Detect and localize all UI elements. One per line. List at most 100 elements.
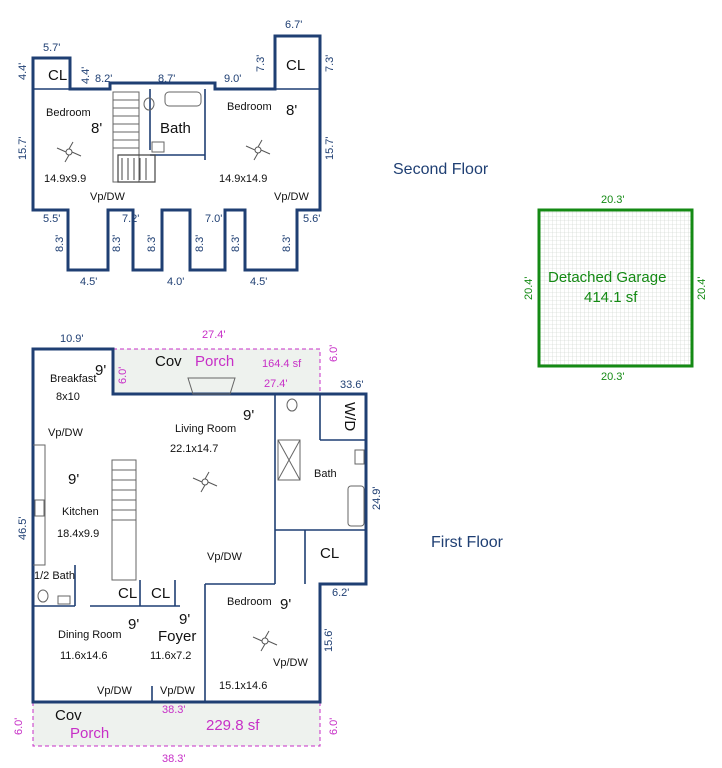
ceiling-height: 9'	[95, 362, 106, 379]
dimension-label: 8.3'	[146, 235, 158, 252]
bathtub	[347, 485, 365, 527]
dimension-label: 46.5'	[17, 516, 29, 540]
ceiling-height: 9'	[243, 407, 254, 424]
sink	[151, 141, 165, 153]
first-floor: Cov Porch 164.4 sf Breakfast 9' 8x10 9' …	[13, 329, 504, 765]
room-size: 15.1x14.6	[219, 680, 267, 692]
dimension-label: 7.3'	[255, 55, 267, 72]
stairs	[111, 459, 137, 581]
toilet	[143, 97, 155, 111]
covered-porch	[112, 348, 321, 395]
garage-area: 414.1 sf	[584, 289, 638, 306]
porch-area: 229.8 sf	[206, 717, 260, 734]
floor-title: First Floor	[431, 534, 504, 551]
dimension-label: 15.6'	[323, 628, 335, 652]
dimension-label: 15.7'	[17, 136, 29, 160]
porch-label: Porch	[70, 725, 109, 742]
closet-label: CL	[320, 545, 339, 562]
dimension-label: 20.4'	[523, 276, 535, 300]
shower	[277, 439, 301, 481]
stairs	[112, 91, 156, 183]
porch-label: Cov	[155, 353, 182, 370]
dimension-label: 10.9'	[60, 333, 84, 345]
room-label: Bath	[314, 468, 337, 480]
dimension-label: 5.7'	[43, 42, 60, 54]
room-size: 8x10	[56, 391, 80, 403]
room-label: 1/2 Bath	[34, 570, 75, 582]
dimension-label: 6.0'	[328, 345, 340, 362]
room-label: Bedroom	[227, 596, 272, 608]
room-size: 18.4x9.9	[57, 528, 99, 540]
room-label: Kitchen	[62, 506, 99, 518]
vpdw-label: Vp/DW	[97, 685, 132, 697]
dimension-label: 8.7'	[158, 73, 175, 85]
fireplace	[187, 377, 236, 395]
room-label: Foyer	[158, 628, 196, 645]
room-label: Dining Room	[58, 629, 122, 641]
room-size: 14.9x14.9	[219, 173, 267, 185]
dimension-label: 8.3'	[54, 235, 66, 252]
dimension-label: 9.0'	[224, 73, 241, 85]
ceiling-fan-icon	[192, 471, 218, 493]
ceiling-height: 9'	[280, 596, 291, 613]
dimension-label: 6.0'	[13, 718, 25, 735]
vpdw-label: Vp/DW	[160, 685, 195, 697]
dimension-label: 4.0'	[167, 276, 184, 288]
second-floor: CL CL Bedroom 8' 14.9x9.9 Bath Bedroom 8…	[17, 19, 489, 288]
room-size: 14.9x9.9	[44, 173, 86, 185]
dimension-label: 8.3'	[111, 235, 123, 252]
room-size: 11.6x14.6	[60, 650, 108, 662]
first-floor-outer-wall	[31, 347, 368, 704]
vpdw-label: Vp/DW	[274, 191, 309, 203]
dimension-label: 8.3'	[281, 235, 293, 252]
dimension-label: 33.6'	[340, 379, 364, 391]
dimension-label: 38.3'	[162, 753, 186, 765]
dimension-label: 6.7'	[285, 19, 302, 31]
dimension-label: 5.6'	[303, 213, 320, 225]
second-floor-outer-wall	[31, 34, 322, 272]
closet-label: CL	[48, 67, 67, 84]
room-label: Breakfast	[50, 373, 96, 385]
ceiling-fan-icon	[56, 141, 82, 163]
room-size: 22.1x14.7	[170, 443, 218, 455]
dimension-label: 27.4'	[264, 378, 288, 390]
vpdw-label: Vp/DW	[90, 191, 125, 203]
ceiling-height: 9'	[179, 611, 190, 628]
sink	[354, 449, 365, 465]
bathtub	[164, 91, 202, 107]
ceiling-height: 9'	[128, 616, 139, 633]
dimension-label: 20.3'	[601, 371, 625, 383]
dimension-label: 38.3'	[162, 704, 186, 716]
dimension-label: 7.0'	[205, 213, 222, 225]
dimension-label: 4.4'	[17, 63, 29, 80]
ceiling-height: 9'	[68, 471, 79, 488]
closet-label: CL	[151, 585, 170, 602]
dimension-label: 7.2'	[122, 213, 139, 225]
dimension-label: 4.4'	[80, 67, 92, 84]
vpdw-label: Vp/DW	[48, 427, 83, 439]
dimension-label: 24.9'	[371, 486, 383, 510]
bath-label: Bath	[160, 120, 191, 137]
dimension-label: 6.0'	[117, 367, 129, 384]
dimension-label: 6.2'	[332, 587, 349, 599]
closet-label: CL	[118, 585, 137, 602]
dimension-label: 8.2'	[95, 73, 112, 85]
dimension-label: 5.5'	[43, 213, 60, 225]
toilet	[37, 589, 49, 603]
bedroom-label: Bedroom	[227, 101, 272, 113]
ceiling-fan-icon	[245, 139, 271, 161]
dimension-label: 20.3'	[601, 194, 625, 206]
laundry-label: W/D	[341, 402, 358, 431]
dimension-label: 8.3'	[230, 235, 242, 252]
detached-garage: Detached Garage 414.1 sf 20.3' 20.3' 20.…	[523, 194, 708, 383]
dimension-label: 4.5'	[80, 276, 97, 288]
dimension-label: 8.3'	[194, 235, 206, 252]
garage-label: Detached Garage	[548, 269, 666, 286]
floor-title: Second Floor	[393, 161, 489, 178]
porch-area: 164.4 sf	[262, 358, 302, 370]
dimension-label: 20.4'	[696, 276, 708, 300]
kitchen-sink	[34, 499, 45, 517]
closet-label: CL	[286, 57, 305, 74]
room-label: Living Room	[175, 423, 236, 435]
